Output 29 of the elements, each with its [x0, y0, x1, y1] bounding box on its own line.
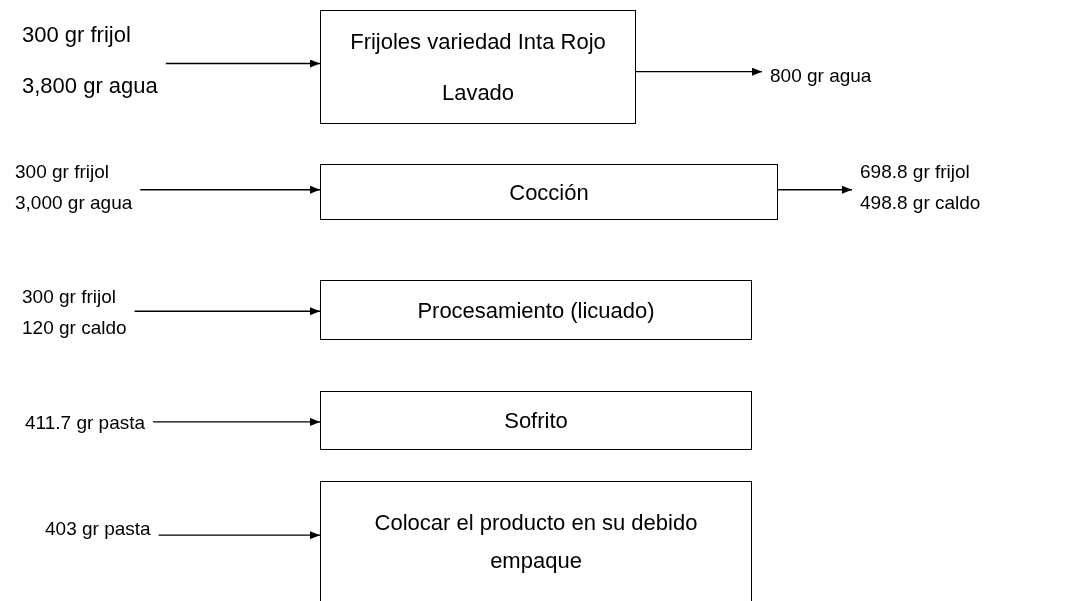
process-box: [320, 391, 752, 450]
process-box: [320, 280, 752, 340]
quantity-label: 411.7 gr pasta: [25, 411, 146, 435]
quantity-label: 800 gr agua: [770, 64, 872, 88]
step-label: Cocción: [509, 178, 589, 207]
arrow: [165, 59, 321, 68]
quantity-label: 300 gr frijol: [22, 21, 131, 49]
step-label: Procesamiento (licuado): [417, 296, 655, 325]
process-box: [320, 481, 752, 601]
step-label: Sofrito: [504, 407, 568, 435]
quantity-label: 403 gr pasta: [45, 517, 151, 541]
quantity-label: 120 gr caldo: [22, 315, 127, 340]
quantity-label: 498.8 gr caldo: [860, 190, 981, 215]
arrow: [133, 307, 321, 316]
quantity-label: 3,000 gr agua: [15, 190, 133, 215]
arrow: [139, 185, 321, 194]
arrow: [158, 531, 321, 540]
step-label: Lavado: [441, 79, 515, 107]
quantity-label: 698.8 gr frijol: [860, 160, 970, 184]
step-label: Frijoles variedad Inta Rojo: [350, 28, 606, 56]
arrow: [777, 185, 853, 194]
quantity-label: 3,800 gr agua: [22, 72, 158, 100]
quantity-label: 300 gr frijol: [15, 160, 109, 184]
process-box: [320, 10, 636, 124]
quantity-label: 300 gr frijol: [22, 285, 116, 309]
arrow: [152, 417, 321, 426]
process-box: [320, 164, 778, 220]
arrow: [635, 67, 763, 76]
step-label: Colocar el producto en su debido empaque: [373, 508, 699, 575]
